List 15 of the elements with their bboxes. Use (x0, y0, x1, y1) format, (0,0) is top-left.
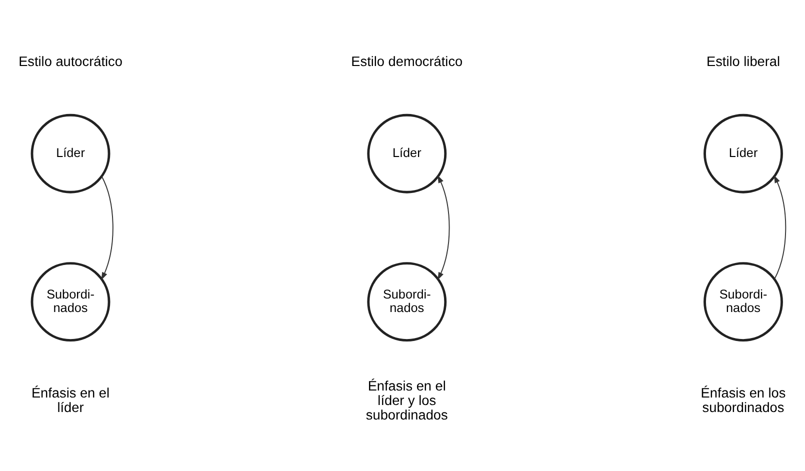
label: Estilo liberal (706, 54, 780, 69)
arrow (774, 174, 786, 279)
label: Énfasis en los subordinados (700, 385, 786, 415)
label: Énfasis en el líder y los subordinados (366, 378, 448, 422)
label: Estilo autocrático (18, 54, 122, 69)
node-circle: Subordi- nados (367, 262, 447, 342)
node-circle: Líder (367, 113, 447, 193)
label: Énfasis en el líder (31, 385, 110, 415)
node-circle: Subordi- nados (30, 262, 110, 342)
node-circle: Líder (30, 113, 110, 193)
label: Estilo democrático (351, 54, 463, 69)
node-circle: Líder (704, 113, 783, 193)
arrow (101, 176, 114, 280)
node-circle: Subordi- nados (704, 262, 783, 342)
arrow (438, 174, 450, 280)
